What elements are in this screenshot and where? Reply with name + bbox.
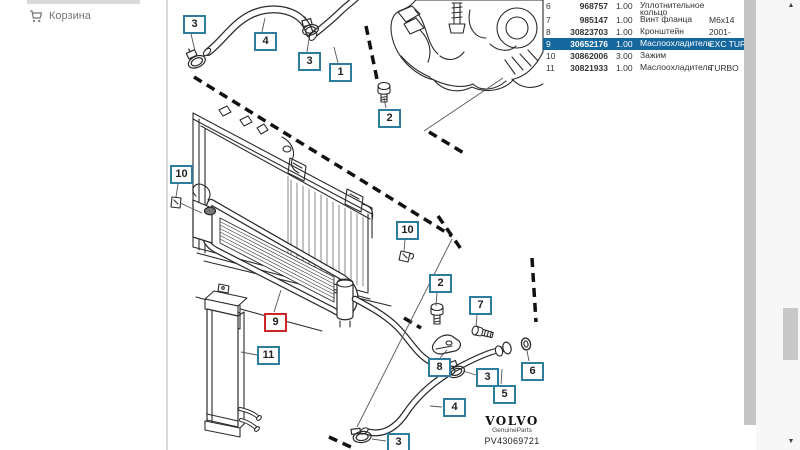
callout-8[interactable]: 8 [428,358,451,377]
scroll-down-icon[interactable]: ▼ [787,438,795,445]
callout-3[interactable]: 3 [183,15,206,34]
cell-c5: 2001- [709,27,731,37]
callout-10[interactable]: 10 [170,165,193,184]
callout-10[interactable]: 10 [396,221,419,240]
callout-7[interactable]: 7 [469,296,492,315]
cell-c4: Зажим [640,50,667,60]
callout-3[interactable]: 3 [298,52,321,71]
callout-2[interactable]: 2 [378,109,401,128]
callout-9-selected[interactable]: 9 [264,313,287,332]
volvo-logo: VOLVO [485,414,539,428]
cell-c2: 30823703 [570,27,608,37]
cell-c2: 985147 [579,15,608,25]
callout-3[interactable]: 3 [387,433,410,450]
callout-2[interactable]: 2 [429,274,452,293]
cell-c4: Уплотнительное кольцо [640,0,705,17]
callout-1[interactable]: 1 [329,63,352,82]
parts-table-row[interactable]: 6 968757 1.00 Уплотнительное кольцо [543,0,744,17]
cell-c5: TURBO [709,63,739,73]
panel-divider [166,0,168,450]
cell-c5: EXC TURBO [709,39,759,49]
cell-c3: 1.00 [616,39,633,49]
callout-4[interactable]: 4 [443,398,466,417]
parts-table-row[interactable]: 8 30823703 1.00 Кронштейн 2001- [543,26,744,38]
cell-c4: Винт фланца [640,14,693,24]
cell-c2: 30821933 [570,63,608,73]
cell-c1: 8 [546,27,551,37]
callout-11[interactable]: 11 [257,346,280,365]
cell-c3: 1.00 [616,27,633,37]
parts-table-row[interactable]: 10 30862006 3.00 Зажим [543,50,744,62]
drawing-code: PV43069721 [484,436,540,446]
callout-3[interactable]: 3 [476,368,499,387]
cell-c4: Маслоохладитель [640,38,712,48]
left-panel: Корзина [0,0,166,450]
callout-6[interactable]: 6 [521,362,544,381]
genuine-parts-label: GenuineParts [492,427,532,434]
panel-top-strip [27,0,140,4]
cart-button[interactable]: Корзина [29,9,91,23]
cell-c1: 9 [546,39,551,49]
cell-c4: Маслоохладитель [640,62,712,72]
cart-label: Корзина [49,10,91,22]
cell-c3: 1.00 [616,63,633,73]
parts-list: 6 968757 1.00 Уплотнительное кольцо 7 985147 1… [543,0,758,90]
cell-c1: 11 [546,63,555,73]
cell-c2: 30652176 [570,39,608,49]
cell-c3: 3.00 [616,51,633,61]
cell-c2: 968757 [579,1,608,11]
callout-5[interactable]: 5 [493,385,516,404]
cart-icon [30,10,43,23]
cell-c1: 6 [546,1,551,11]
parts-table-row[interactable]: 7 985147 1.00 Винт фланца M6x14 [543,14,744,26]
cell-c3: 1.00 [616,1,633,11]
scroll-area: ▲ ▼ [756,0,800,450]
cell-c2: 30862006 [570,51,608,61]
drawing-footer: VOLVO GenuineParts PV43069721 [477,414,547,446]
cell-c3: 1.00 [616,15,633,25]
cell-c1: 7 [546,15,551,25]
cell-c4: Кронштейн [640,26,684,36]
cell-c1: 10 [546,51,556,61]
scrollbar-thumb[interactable] [783,308,798,360]
scroll-up-icon[interactable]: ▲ [787,2,795,9]
cell-c5: M6x14 [709,15,735,25]
splitter-bar[interactable] [744,0,756,425]
callout-4[interactable]: 4 [254,32,277,51]
